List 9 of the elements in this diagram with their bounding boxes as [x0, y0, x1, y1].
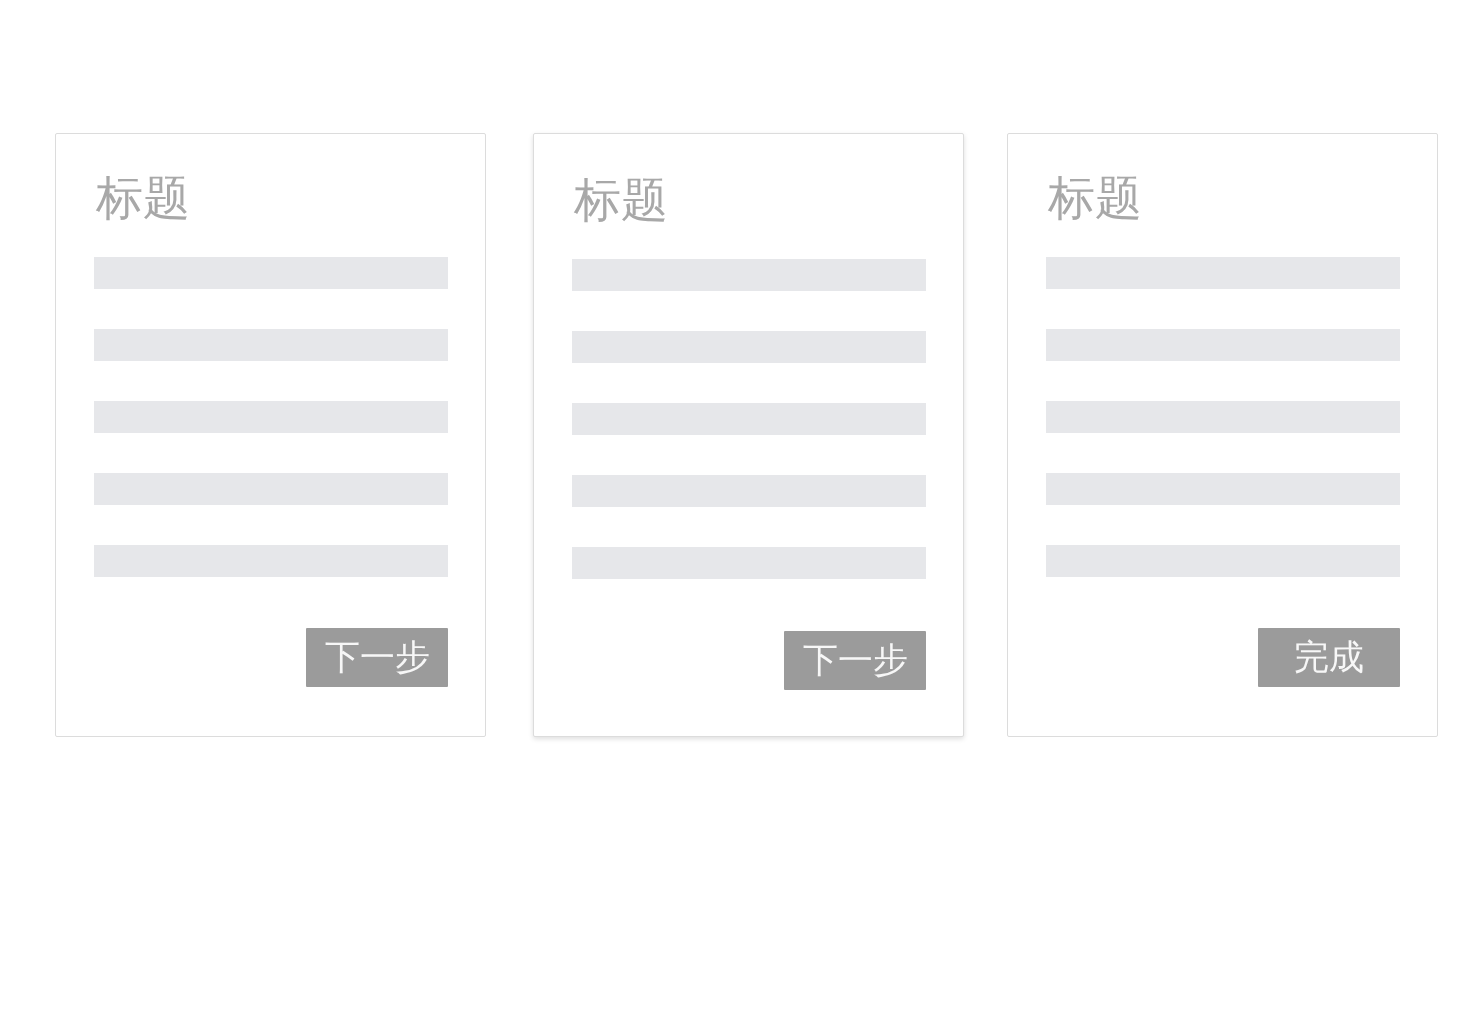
card: [55, 133, 486, 737]
card: [533, 133, 964, 737]
card: [1007, 133, 1438, 737]
step-button: 下一步: [784, 631, 926, 690]
step-button: 完成: [1258, 628, 1400, 687]
card-title: 标题: [574, 176, 668, 223]
card-title: 标题: [1048, 174, 1142, 221]
card-title: 标题: [96, 174, 190, 221]
step-button: 下一步: [306, 628, 448, 687]
